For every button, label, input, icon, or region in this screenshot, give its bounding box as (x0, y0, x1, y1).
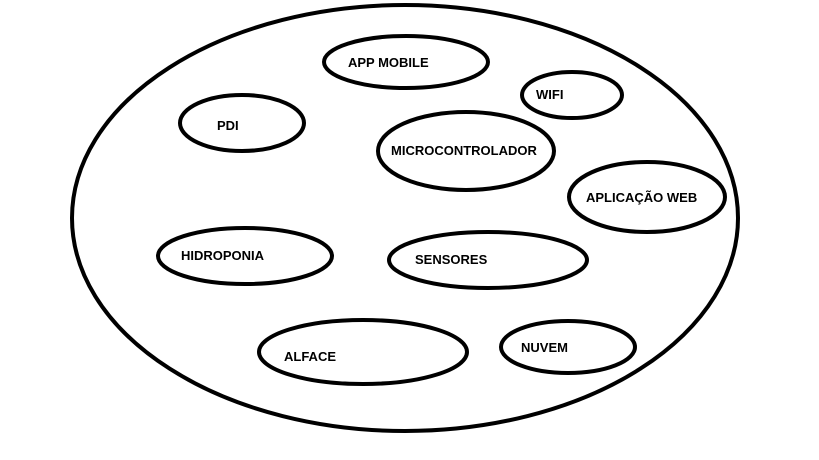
node-alface: ALFACE (257, 318, 469, 386)
node-sensores-label: SENSORES (415, 252, 488, 267)
node-nuvem-label: NUVEM (521, 340, 568, 355)
node-aplicacao-web: APLICAÇÃO WEB (567, 160, 727, 234)
node-app-mobile-label: APP MOBILE (348, 55, 429, 70)
node-app-mobile: APP MOBILE (322, 34, 490, 90)
node-sensores: SENSORES (387, 230, 589, 290)
node-alface-ellipse (257, 318, 469, 386)
node-pdi-label: PDI (217, 118, 239, 133)
node-hidroponia-label: HIDROPONIA (181, 248, 265, 263)
node-app-mobile-ellipse (322, 34, 490, 90)
node-microcontrolador: MICROCONTROLADOR (376, 110, 556, 192)
node-nuvem-ellipse (499, 319, 637, 375)
node-pdi: PDI (178, 93, 306, 153)
node-sensores-ellipse (387, 230, 589, 290)
node-wifi: WIFI (520, 70, 624, 120)
node-microcontrolador-ellipse (376, 110, 556, 192)
node-aplicacao-web-ellipse (567, 160, 727, 234)
node-wifi-label: WIFI (536, 87, 563, 102)
node-pdi-ellipse (178, 93, 306, 153)
node-aplicacao-web-label: APLICAÇÃO WEB (586, 190, 697, 205)
node-nuvem: NUVEM (499, 319, 637, 375)
node-microcontrolador-label: MICROCONTROLADOR (391, 143, 537, 158)
node-hidroponia: HIDROPONIA (156, 226, 334, 286)
node-wifi-ellipse (520, 70, 624, 120)
node-alface-label: ALFACE (284, 349, 336, 364)
outer-container-ellipse (70, 3, 740, 433)
node-hidroponia-ellipse (156, 226, 334, 286)
